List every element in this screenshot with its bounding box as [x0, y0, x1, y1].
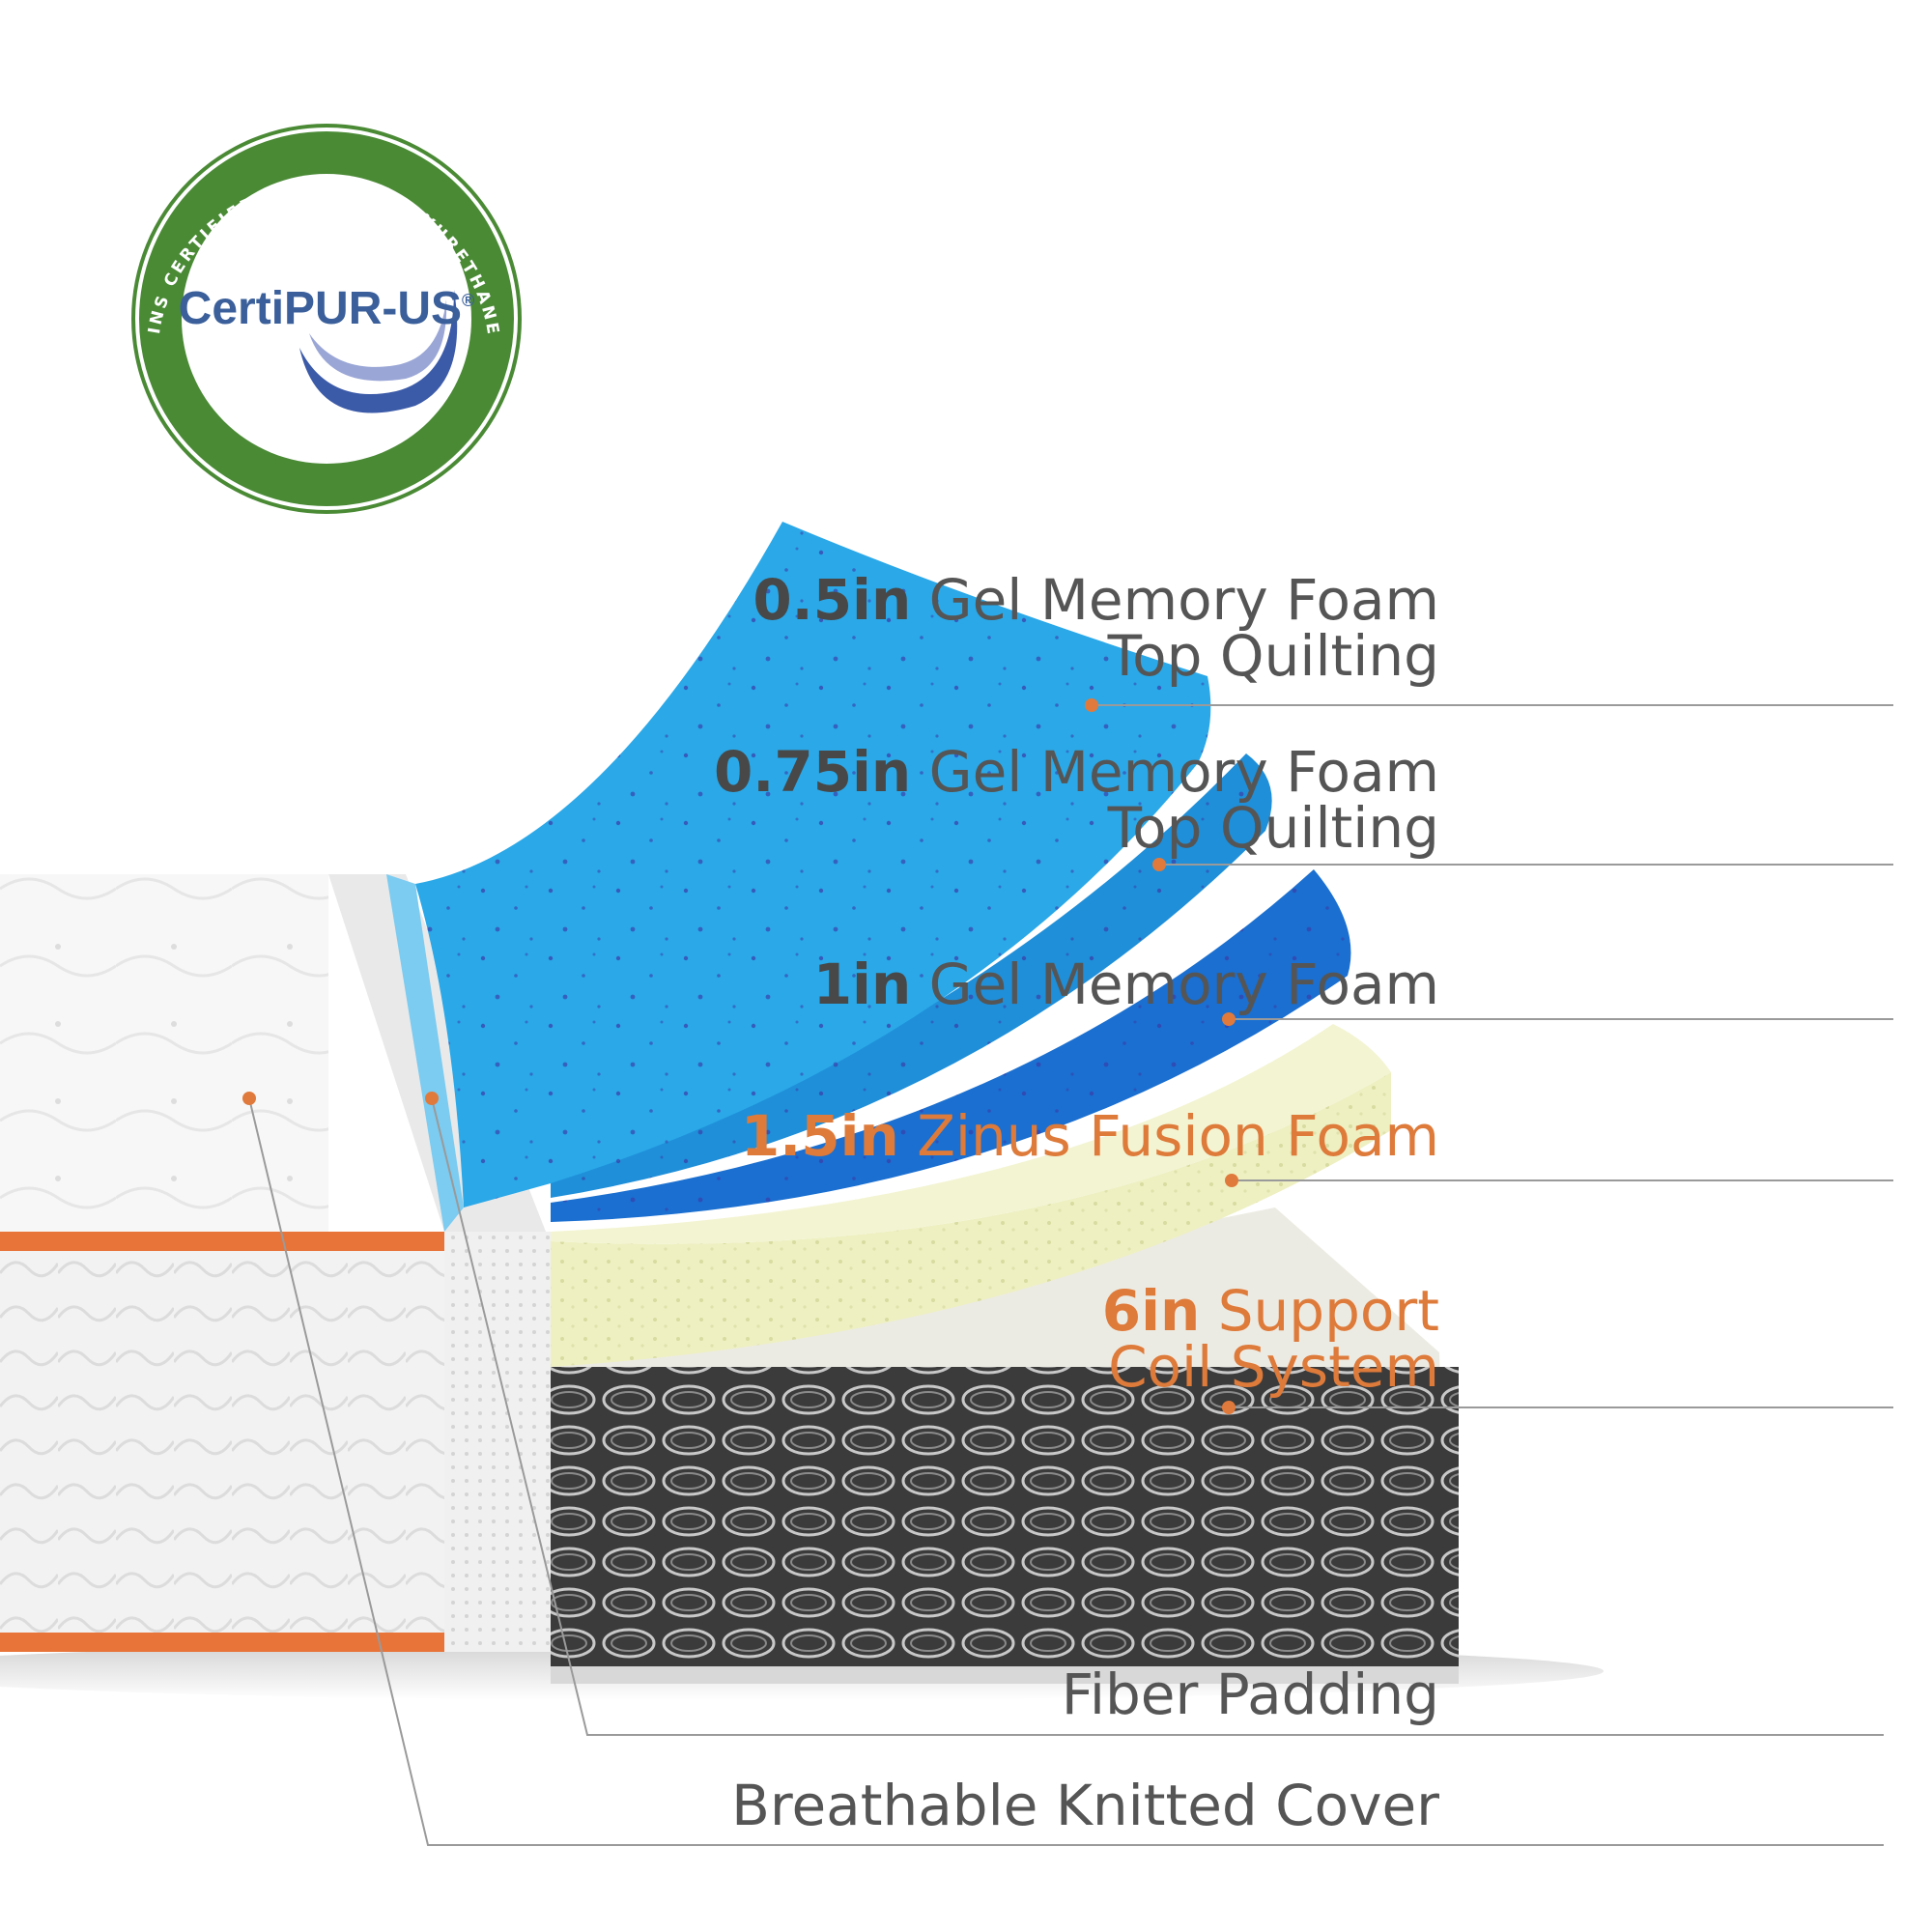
- label-knitted-cover: Breathable Knitted Cover: [731, 1773, 1439, 1838]
- label-gel-foam-1in: 1in Gel Memory Foam: [812, 952, 1439, 1017]
- label-fiber-padding: Fiber Padding: [1061, 1662, 1439, 1727]
- certipur-seal: CONTAINS CERTIFIED FLEXIBLE POLYURETHANE…: [0, 0, 522, 542]
- leader-lines: [248, 704, 1893, 1846]
- label-gel-foam-075in: 0.75in Gel Memory Foam Top Quilting: [713, 739, 1439, 861]
- label-gel-foam-05in: 0.5in Gel Memory Foam Top Quilting: [753, 567, 1439, 689]
- leader-dots: [242, 698, 1238, 1414]
- fusion-foam-layer: [551, 1072, 1391, 1367]
- swoosh-icon: [299, 290, 458, 413]
- label-fusion-foam: 1.5in Zinus Fusion Foam: [740, 1103, 1439, 1169]
- coil-system-layer: [551, 1367, 1459, 1666]
- label-coil-system: 6in Support Coil System: [1101, 1278, 1439, 1400]
- seal-brand: CertiPUR-US®: [179, 283, 475, 334]
